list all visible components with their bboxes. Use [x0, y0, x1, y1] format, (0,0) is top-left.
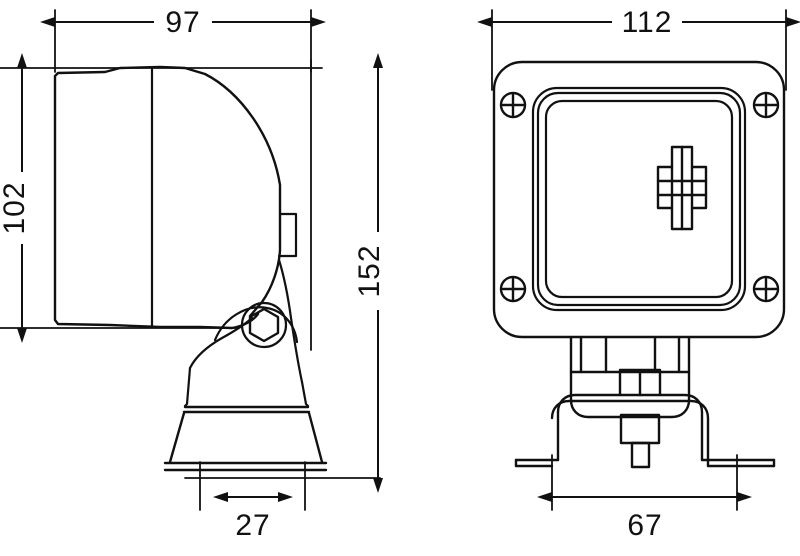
dimension-label-27: 27: [235, 509, 270, 542]
front-screws: [499, 91, 780, 303]
dimension-label-102: 102: [0, 181, 31, 234]
dimension-label-67: 67: [627, 509, 662, 542]
side-housing-outline: [53, 65, 282, 330]
side-connector-tab: [277, 212, 298, 258]
screw-top-left: [499, 91, 527, 119]
front-bezel-outer: [531, 86, 747, 312]
label-bg-102: [8, 172, 40, 244]
screw-bottom-left: [499, 275, 527, 303]
screw-top-right: [752, 91, 780, 119]
side-hex-bolt-circle: [240, 301, 288, 349]
dimension-label-152: 152: [353, 244, 386, 297]
front-view-extension-lines: [491, 9, 787, 511]
grille-mark-icon: [656, 145, 708, 231]
side-foot-outline: [168, 411, 324, 464]
front-view-group: [477, 9, 800, 511]
front-mount-bracket: [514, 336, 776, 469]
dimension-label-112: 112: [622, 6, 673, 39]
screw-bottom-right: [752, 275, 780, 303]
dimension-label-97: 97: [165, 6, 200, 39]
side-hex-bolt-hexagon: [248, 307, 280, 343]
front-bezel-inner: [536, 91, 742, 307]
side-bracket-body: [183, 366, 310, 408]
side-bracket-boss: [213, 306, 299, 344]
label-bg-97: [154, 6, 212, 38]
side-view-extension-lines: [0, 9, 381, 511]
side-view-group: [0, 9, 383, 511]
side-bracket-arm: [188, 258, 304, 384]
front-lens-panel: [544, 99, 734, 299]
dimension-labels: 97 102 152 27 112 67: [0, 6, 682, 542]
label-bg-112: [612, 6, 682, 38]
label-bg-152: [362, 232, 394, 310]
front-outer-frame: [492, 60, 786, 339]
